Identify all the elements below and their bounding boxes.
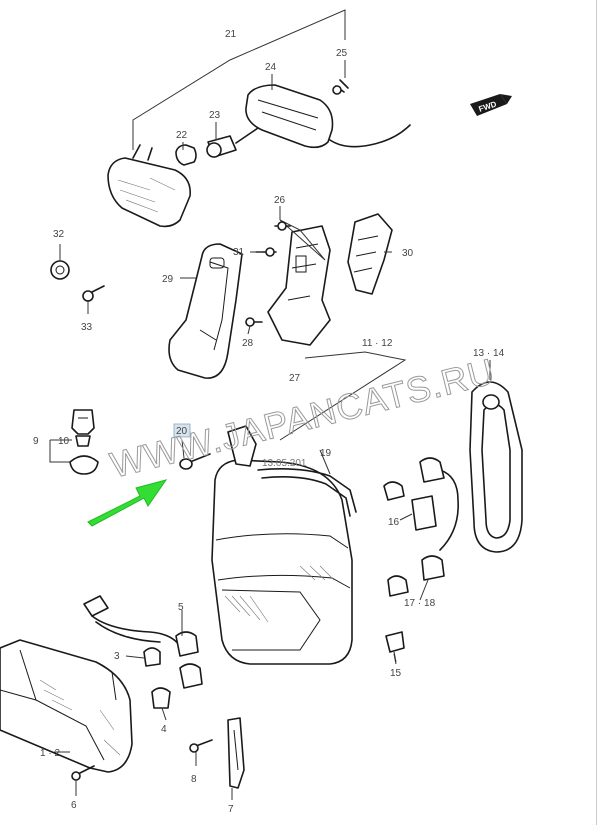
callout-26[interactable]: 26 xyxy=(274,195,286,206)
callout-32[interactable]: 32 xyxy=(53,229,65,240)
callout-29[interactable]: 29 xyxy=(162,274,174,285)
callout-27[interactable]: 27 xyxy=(289,373,301,384)
callout-28[interactable]: 28 xyxy=(242,338,254,349)
callout-11-12[interactable]: 11 · 12 xyxy=(362,338,393,349)
callout-6[interactable]: 6 xyxy=(71,800,77,811)
harness-group xyxy=(83,595,203,709)
gasket-13-14[interactable] xyxy=(469,381,523,553)
callout-10[interactable]: 10 xyxy=(58,436,70,447)
callout-13-14[interactable]: 13 · 14 xyxy=(473,348,505,359)
socket-16[interactable] xyxy=(411,495,437,531)
bracket-27[interactable] xyxy=(267,225,331,346)
callout-15[interactable]: 15 xyxy=(390,668,402,679)
nut-32[interactable] xyxy=(50,260,70,280)
callout-1-2[interactable]: 1 · 2 xyxy=(40,748,60,759)
callout-5[interactable]: 5 xyxy=(178,602,184,613)
callout-33[interactable]: 33 xyxy=(81,322,93,333)
small-parts-left xyxy=(50,260,105,302)
callout-25[interactable]: 25 xyxy=(336,48,348,59)
screw-6[interactable] xyxy=(77,765,95,775)
fwd-indicator: FWD xyxy=(470,94,512,116)
screw-8[interactable] xyxy=(195,739,213,747)
clip-15[interactable] xyxy=(385,631,405,653)
callout-16[interactable]: 16 xyxy=(388,517,400,528)
callout-7[interactable]: 7 xyxy=(228,804,234,815)
grommet-10[interactable] xyxy=(71,409,95,435)
cover-30[interactable] xyxy=(347,213,393,295)
lower-small-parts xyxy=(71,717,245,789)
bulb-4[interactable] xyxy=(151,687,171,709)
callout-22[interactable]: 22 xyxy=(176,130,188,141)
side-marker-group xyxy=(107,9,411,228)
bulb-3[interactable] xyxy=(143,647,161,667)
callouts: 21 25 24 23 22 26 31 30 29 28 27 32 33 1… xyxy=(33,29,505,815)
callout-30[interactable]: 30 xyxy=(402,248,414,259)
green-arrow-indicator xyxy=(87,479,168,527)
callout-19[interactable]: 19 xyxy=(320,448,332,459)
pad-29[interactable] xyxy=(168,243,243,379)
bracket-group xyxy=(168,213,407,441)
connector-5[interactable] xyxy=(83,595,109,617)
grommet-group xyxy=(49,409,99,475)
socket-group-right xyxy=(383,457,459,663)
screw-20[interactable] xyxy=(179,453,211,470)
cap-9[interactable] xyxy=(69,455,99,475)
callout-8[interactable]: 8 xyxy=(191,774,197,785)
leader-lines xyxy=(54,60,491,800)
tail-lamp-main[interactable] xyxy=(211,425,357,665)
marker-lens[interactable] xyxy=(107,157,192,228)
callout-9[interactable]: 9 xyxy=(33,436,39,447)
rear-lamp-lower[interactable] xyxy=(0,639,133,773)
callout-23[interactable]: 23 xyxy=(209,110,221,121)
callout-21[interactable]: 21 xyxy=(225,29,237,40)
date-stamp: 13.05.201 xyxy=(262,458,307,469)
callout-4[interactable]: 4 xyxy=(161,724,167,735)
screw-33[interactable] xyxy=(82,290,94,302)
bulb-22[interactable] xyxy=(175,144,197,166)
lamp-housing-24[interactable] xyxy=(245,84,334,149)
callout-17-18[interactable]: 17 · 18 xyxy=(404,598,436,609)
callout-3[interactable]: 3 xyxy=(114,651,120,662)
socket-17-18[interactable] xyxy=(421,555,445,581)
callout-31[interactable]: 31 xyxy=(233,247,245,258)
callout-24[interactable]: 24 xyxy=(265,62,277,73)
callout-20[interactable]: 20 xyxy=(176,426,188,437)
green-arrow-icon xyxy=(87,479,168,527)
